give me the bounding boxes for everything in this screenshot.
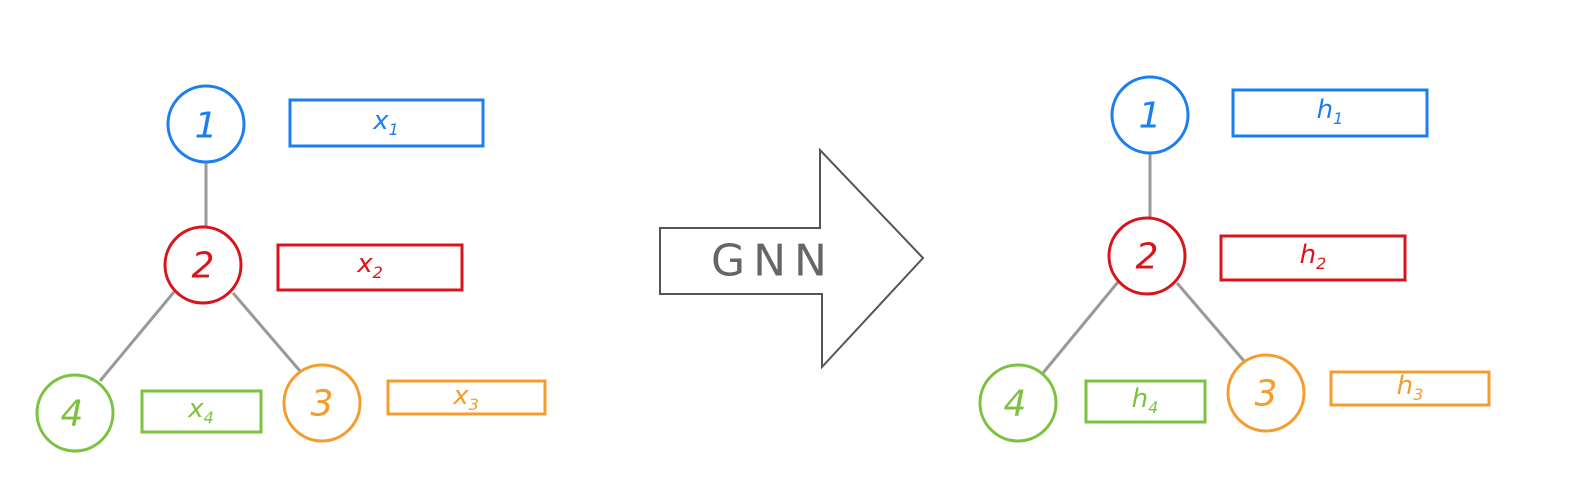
feature-x1: x1 — [288, 98, 485, 148]
feature-x3-box — [386, 379, 547, 416]
node-3-circle — [282, 363, 362, 443]
arrow-label: GNN — [711, 236, 835, 287]
feature-h2-box — [1219, 234, 1407, 282]
gnn-arrow: GNN — [659, 147, 925, 370]
node-2: 2 — [163, 225, 243, 305]
node-4: 4 — [978, 363, 1058, 443]
feature-x3-label: x3 — [452, 381, 479, 414]
feature-h1-label: h1 — [1317, 95, 1344, 128]
feature-h2-label: h2 — [1300, 240, 1327, 273]
feature-x1-label: x1 — [372, 106, 399, 139]
node-3: 3 — [1226, 353, 1306, 433]
feature-x1-box — [288, 98, 485, 148]
feature-x4: x4 — [140, 389, 263, 434]
edge-2-4 — [1041, 281, 1120, 374]
node-4: 4 — [35, 373, 115, 453]
node-3-label: 3 — [1255, 374, 1278, 415]
feature-x3: x3 — [386, 379, 547, 416]
node-2: 2 — [1107, 216, 1187, 296]
feature-h3: h3 — [1329, 370, 1491, 407]
edge-2-3 — [231, 292, 302, 372]
node-1-circle — [1110, 75, 1190, 155]
feature-h3-box — [1329, 370, 1491, 407]
feature-x2-label: x2 — [356, 249, 383, 282]
node-2-circle — [163, 225, 243, 305]
node-3: 3 — [282, 363, 362, 443]
node-3-circle — [1226, 353, 1306, 433]
feature-h1: h1 — [1231, 88, 1429, 138]
node-4-label: 4 — [61, 394, 84, 435]
node-2-label: 2 — [192, 246, 215, 287]
node-1-circle — [166, 84, 246, 164]
feature-h1-box — [1231, 88, 1429, 138]
node-1-label: 1 — [195, 106, 218, 147]
node-2-label: 2 — [1136, 237, 1159, 278]
input-graph: 1 x1 2 x2 4 x4 3 x3 — [35, 84, 547, 453]
node-4-circle — [35, 373, 115, 453]
feature-h3-label: h3 — [1397, 371, 1424, 404]
node-4-circle — [978, 363, 1058, 443]
edge-2-3 — [1175, 282, 1246, 362]
output-graph: 1 h1 2 h2 4 h4 3 h3 — [978, 75, 1491, 443]
node-1-label: 1 — [1139, 96, 1162, 137]
edge-2-4 — [98, 291, 176, 382]
feature-x4-label: x4 — [187, 394, 214, 427]
node-3-label: 3 — [311, 384, 334, 425]
node-1: 1 — [1110, 75, 1190, 155]
feature-x2-box — [276, 243, 464, 292]
feature-h2: h2 — [1219, 234, 1407, 282]
feature-h4-label: h4 — [1132, 384, 1159, 417]
feature-h4-box — [1084, 379, 1207, 424]
node-4-label: 4 — [1004, 384, 1027, 425]
feature-x4-box — [140, 389, 263, 434]
feature-x2: x2 — [276, 243, 464, 292]
node-1: 1 — [166, 84, 246, 164]
feature-h4: h4 — [1084, 379, 1207, 424]
arrow-shape — [659, 147, 925, 370]
node-2-circle — [1107, 216, 1187, 296]
